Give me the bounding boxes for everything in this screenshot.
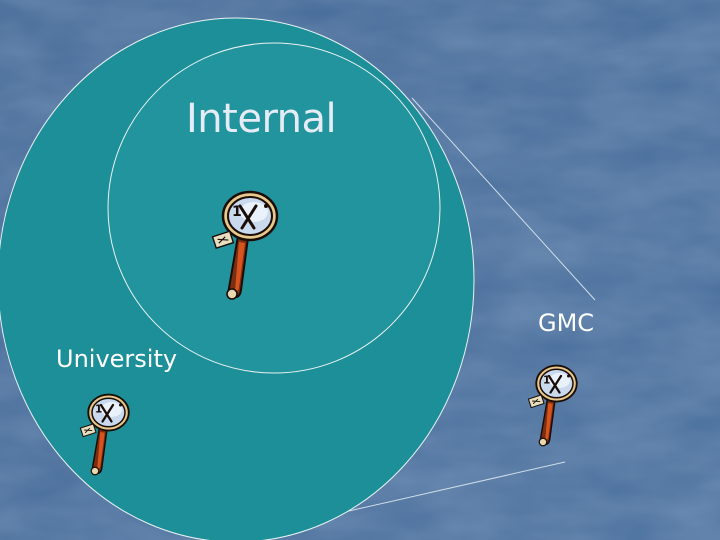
connector-line-bottom — [317, 461, 566, 519]
connector-line-top — [411, 97, 596, 301]
gmc-label: GMC — [538, 309, 595, 337]
internal-label: Internal — [186, 96, 337, 142]
university-label: University — [56, 345, 178, 373]
